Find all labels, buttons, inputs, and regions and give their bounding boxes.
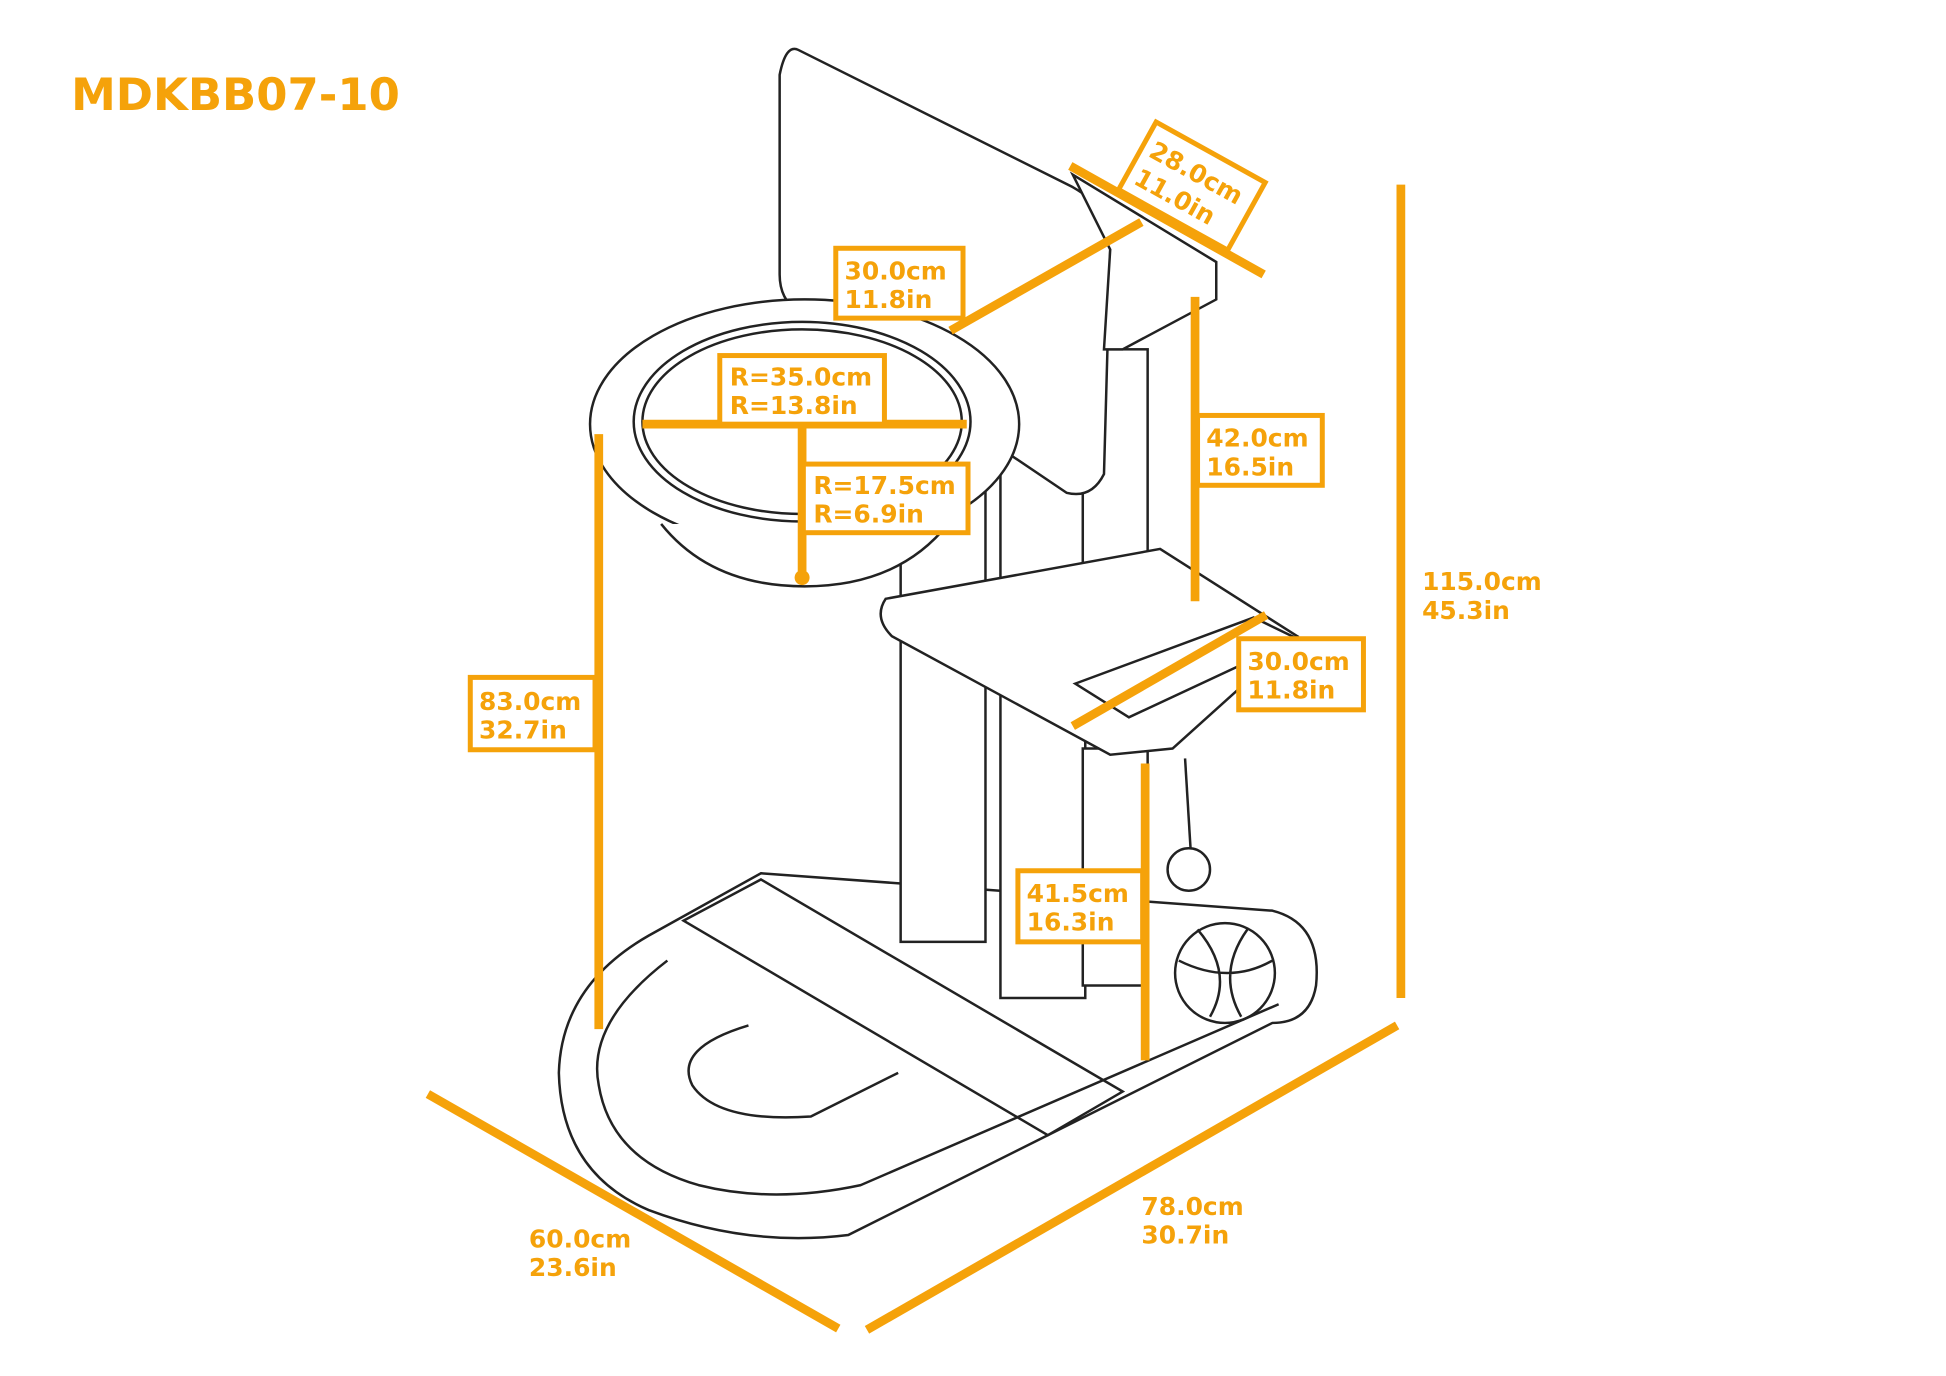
dimension-label-total-height: 115.0cm 45.3in <box>1422 567 1542 625</box>
dimension-label-hoop-height: 83.0cm 32.7in <box>467 674 598 753</box>
dimension-line-backboard-depth <box>1068 162 1266 279</box>
basketball-icon <box>1173 921 1277 1025</box>
label-in: 32.7in <box>479 716 567 745</box>
dimension-line-base-depth <box>425 1090 841 1333</box>
top-perch <box>1069 171 1218 351</box>
label-cm: 30.0cm <box>1247 647 1349 676</box>
label-in: R=13.8in <box>730 391 858 420</box>
label-in: 11.8in <box>845 285 933 314</box>
label-in: 30.7in <box>1141 1221 1229 1250</box>
sisal-post <box>1081 747 1149 987</box>
label-cm: 42.0cm <box>1206 424 1308 453</box>
label-cm: 115.0cm <box>1422 567 1542 596</box>
label-box <box>1015 868 1146 945</box>
base-key-marking <box>687 1024 899 1119</box>
dimension-label-hoop-outer-radius: R=35.0cm R=13.8in <box>717 353 887 427</box>
label-in: 16.3in <box>1027 908 1115 937</box>
label-box <box>800 461 971 536</box>
label-cm: 60.0cm <box>529 1224 631 1253</box>
dimension-label-backboard-width: 30.0cm 11.8in <box>833 245 966 321</box>
label-box <box>833 245 966 321</box>
label-box <box>1236 636 1366 713</box>
hanging-toy-string <box>1183 758 1193 861</box>
label-cm: 41.5cm <box>1027 879 1129 908</box>
label-box <box>1195 412 1325 488</box>
dimension-label-hoop-inner-radius: R=17.5cm R=6.9in <box>800 461 971 536</box>
label-in: R=6.9in <box>813 500 924 529</box>
label-in: 45.3in <box>1422 596 1510 625</box>
label-in: 23.6in <box>529 1253 617 1282</box>
dimension-label-base-length: 78.0cm 30.7in <box>1141 1192 1243 1250</box>
label-box <box>467 674 598 753</box>
dimension-line-backboard-width <box>948 218 1144 335</box>
dimension-label-base-depth: 60.0cm 23.6in <box>529 1224 631 1282</box>
dimension-endpoint-dot <box>794 570 810 586</box>
dimension-label-platform-height: 41.5cm 16.3in <box>1015 868 1146 945</box>
label-cm: 83.0cm <box>479 687 581 716</box>
model-title: MDKBB07-10 <box>71 68 400 121</box>
label-cm: 30.0cm <box>845 256 947 285</box>
dimension-line-base-length <box>864 1021 1400 1334</box>
base-center-plate <box>681 878 1126 1137</box>
dimension-label-upper-post: 42.0cm 16.5in <box>1195 412 1325 488</box>
label-box <box>717 353 887 427</box>
label-in: 16.5in <box>1206 452 1294 481</box>
label-in: 11.8in <box>1247 676 1335 705</box>
base-court-outline <box>595 959 1280 1196</box>
dimension-line-platform-width <box>1070 611 1269 730</box>
label-box <box>1115 118 1269 254</box>
label-cm: R=35.0cm <box>730 362 872 391</box>
label-cm: 78.0cm <box>1141 1192 1243 1221</box>
dimension-label-platform-width: 30.0cm 11.8in <box>1236 636 1366 713</box>
hanging-toy-ball <box>1166 847 1212 892</box>
label-cm: R=17.5cm <box>813 471 955 500</box>
